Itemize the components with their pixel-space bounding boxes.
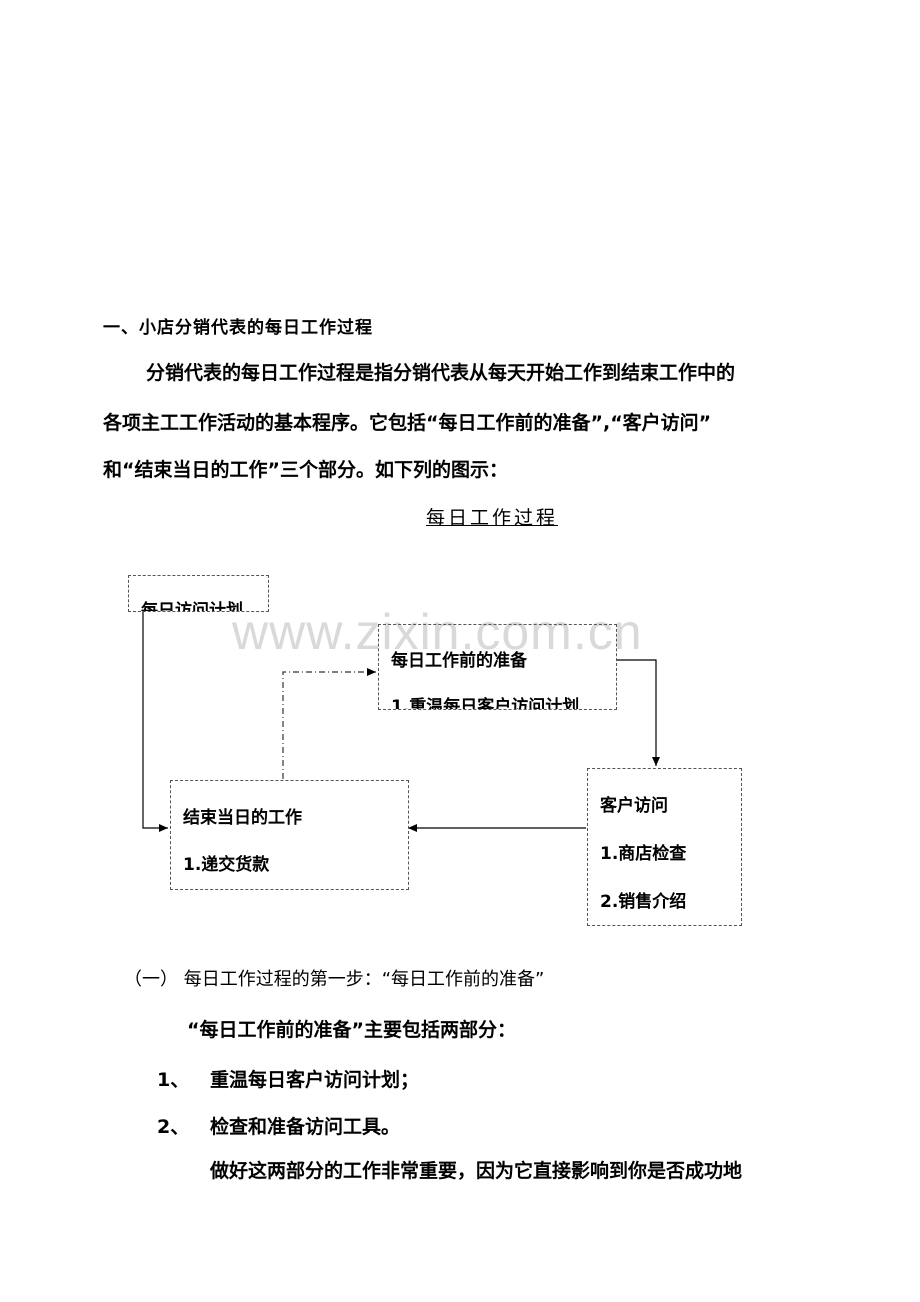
intro-line-3: 和“结束当日的工作”三个部分。如下列的图示： <box>103 459 508 481</box>
box-end-of-day-title: 结束当日的工作 <box>183 808 302 828</box>
box-end-of-day: 结束当日的工作 1.递交货款 <box>170 780 409 890</box>
box-customer-visit: 客户访问 1.商店检查 2.销售介绍 <box>587 768 742 926</box>
subsection-heading: （一） 每日工作过程的第一步：“每日工作前的准备” <box>124 969 545 990</box>
box-daily-visit-plan-label: 每日访问计划 <box>141 601 243 612</box>
diagram-caption: 每日工作过程 <box>426 507 559 529</box>
list-item-2-number: 2、 <box>157 1116 190 1138</box>
arrow-end-to-prepare <box>282 668 376 779</box>
intro-line-2: 各项主工工作活动的基本程序。它包括“每日工作前的准备”,“客户访问” <box>103 412 712 434</box>
intro-line-1: 分销代表的每日工作过程是指分销代表从每天开始工作到结束工作中的 <box>146 362 736 384</box>
list-item-1-number: 1、 <box>157 1069 190 1091</box>
box-customer-visit-title: 客户访问 <box>600 796 668 816</box>
box-customer-visit-item-2: 2.销售介绍 <box>600 892 687 912</box>
box-end-of-day-item-1: 1.递交货款 <box>183 855 270 875</box>
box-preparation-item-1: 1.重温每日客户访问计划 <box>391 697 580 710</box>
subsection-lead: “每日工作前的准备”主要包括两部分： <box>187 1019 516 1041</box>
closing-line: 做好这两部分的工作非常重要，因为它直接影响到你是否成功地 <box>210 1160 743 1182</box>
box-customer-visit-item-1: 1.商店检查 <box>600 844 687 864</box>
box-preparation-title: 每日工作前的准备 <box>391 651 527 671</box>
list-item-2-text: 检查和准备访问工具。 <box>210 1116 401 1138</box>
arrow-plan-to-end <box>142 611 168 832</box>
box-preparation: 每日工作前的准备 1.重温每日客户访问计划 <box>378 624 617 710</box>
section-heading: 一、小店分销代表的每日工作过程 <box>103 318 373 338</box>
box-daily-visit-plan: 每日访问计划 <box>128 575 269 612</box>
watermark: www.zixin.com.cn <box>232 604 643 660</box>
arrow-prepare-to-visit <box>616 659 660 766</box>
list-item-1-text: 重温每日客户访问计划； <box>210 1069 420 1091</box>
